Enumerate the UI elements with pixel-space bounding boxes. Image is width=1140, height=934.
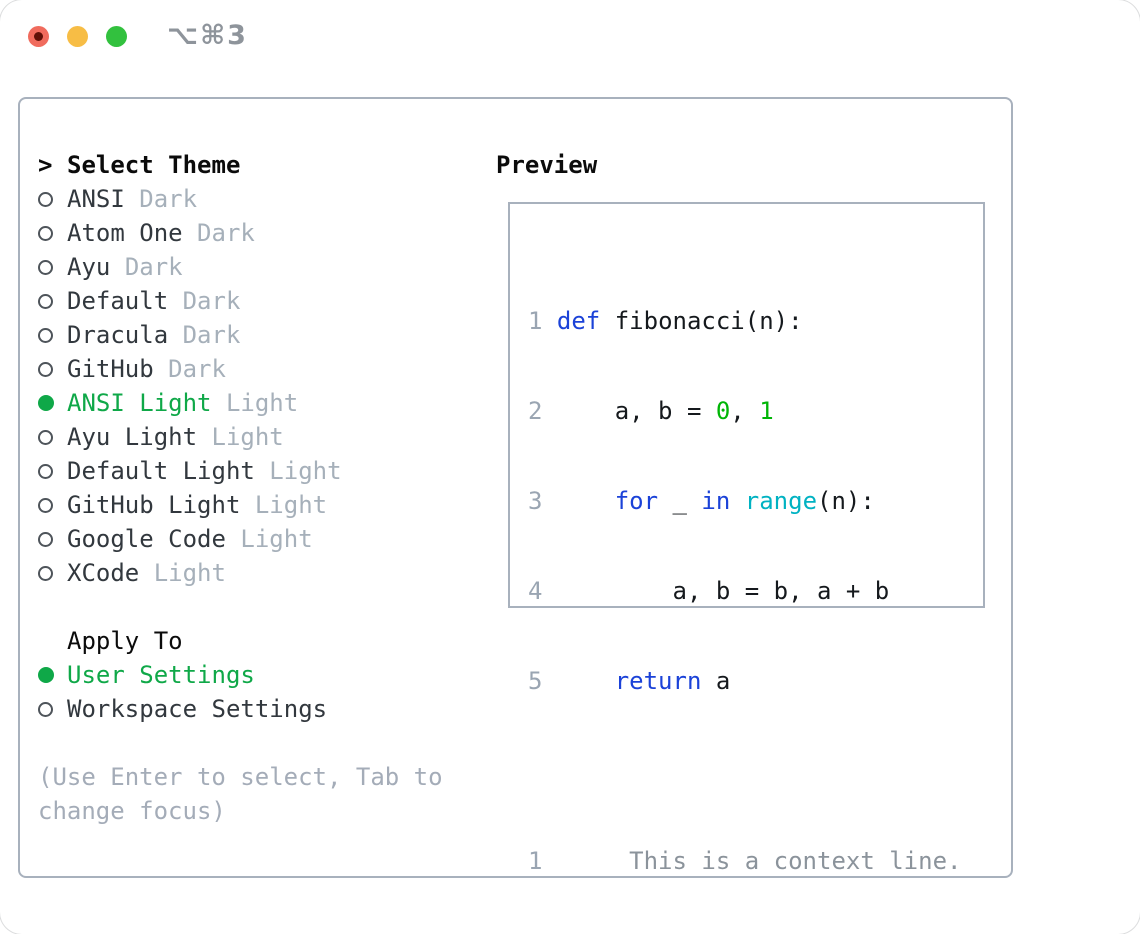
theme-option-ansi-light[interactable]: ANSI Light Light: [38, 386, 498, 420]
radio-icon: [38, 702, 53, 717]
theme-tag: Light: [240, 525, 313, 553]
apply-to-title: Apply To: [67, 627, 183, 655]
theme-option-ansi-dark[interactable]: ANSI Dark: [38, 182, 498, 216]
radio-selected-icon: [38, 395, 54, 411]
radio-icon: [38, 532, 53, 547]
zoom-button[interactable]: [106, 26, 127, 47]
theme-label: Default Light: [67, 457, 255, 485]
theme-label: GitHub Light: [67, 491, 241, 519]
select-theme-title: Select Theme: [67, 151, 241, 179]
code-line: 4 a, b = b, a + b: [528, 577, 890, 605]
radio-icon: [38, 294, 53, 309]
preview-pane: 1 def fibonacci(n): 2 a, b = 0, 1 3 for …: [508, 202, 985, 875]
theme-option-ayu-dark[interactable]: Ayu Dark: [38, 250, 498, 284]
theme-option-dracula[interactable]: Dracula Dark: [38, 318, 498, 352]
theme-label: ANSI: [67, 185, 125, 213]
code-line: 2 a, b = 0, 1: [528, 397, 774, 425]
theme-label: Default: [67, 287, 169, 315]
theme-tag: Light: [269, 457, 342, 485]
radio-icon: [38, 430, 53, 445]
radio-icon: [38, 260, 53, 275]
prompt-marker: >: [38, 151, 53, 179]
code-preview: 1 def fibonacci(n): 2 a, b = 0, 1 3 for …: [510, 204, 983, 934]
theme-label: Ayu: [67, 253, 111, 281]
radio-icon: [38, 464, 53, 479]
theme-label: GitHub: [67, 355, 154, 383]
radio-icon: [38, 498, 53, 513]
theme-option-atom-one[interactable]: Atom One Dark: [38, 216, 498, 250]
traffic-lights: [28, 26, 127, 47]
theme-option-xcode[interactable]: XCode Light: [38, 556, 498, 590]
diff-context-line: 1 This is a context line.: [528, 847, 962, 875]
window-shortcut-label: ⌥⌘3: [167, 20, 248, 51]
code-line: 5 return a: [528, 667, 731, 695]
theme-tag: Light: [211, 423, 284, 451]
theme-label: Dracula: [67, 321, 169, 349]
apply-option-workspace-settings[interactable]: Workspace Settings: [38, 692, 498, 726]
theme-tag: Dark: [168, 355, 226, 383]
select-theme-header: > Select Theme: [38, 148, 498, 182]
theme-tag: Light: [225, 389, 299, 417]
theme-tag: Light: [153, 559, 226, 587]
theme-picker-panel: > Select Theme ANSI Dark Atom One Dark A…: [18, 97, 1013, 878]
theme-option-google-code[interactable]: Google Code Light: [38, 522, 498, 556]
theme-option-ayu-light[interactable]: Ayu Light Light: [38, 420, 498, 454]
radio-icon: [38, 328, 53, 343]
theme-label: ANSI Light: [67, 389, 212, 417]
theme-label: Google Code: [67, 525, 226, 553]
radio-icon: [38, 566, 53, 581]
theme-option-github-light[interactable]: GitHub Light Light: [38, 488, 498, 522]
apply-option-label: Workspace Settings: [67, 695, 328, 723]
close-button[interactable]: [28, 26, 49, 47]
radio-selected-icon: [38, 667, 54, 683]
theme-label: Ayu Light: [67, 423, 198, 451]
keyboard-hint: (Use Enter to select, Tab to change focu…: [38, 763, 443, 825]
code-blank-line: [528, 754, 983, 788]
theme-label: XCode: [67, 559, 140, 587]
preview-title: Preview: [496, 151, 598, 179]
theme-tag: Dark: [182, 287, 241, 315]
theme-tag: Dark: [139, 185, 198, 213]
theme-tag: Dark: [124, 253, 183, 281]
apply-to-header: Apply To: [38, 624, 498, 658]
apply-option-user-settings[interactable]: User Settings: [38, 658, 498, 692]
radio-icon: [38, 192, 53, 207]
code-line: 3 for _ in range(n):: [528, 487, 875, 515]
minimize-button[interactable]: [67, 26, 88, 47]
theme-option-default-light[interactable]: Default Light Light: [38, 454, 498, 488]
radio-icon: [38, 362, 53, 377]
apply-option-label: User Settings: [67, 661, 255, 689]
theme-option-default-dark[interactable]: Default Dark: [38, 284, 498, 318]
theme-tag: Dark: [197, 219, 255, 247]
theme-list: > Select Theme ANSI Dark Atom One Dark A…: [38, 148, 498, 828]
theme-option-github-dark[interactable]: GitHub Dark: [38, 352, 498, 386]
code-line: 1 def fibonacci(n):: [528, 307, 803, 335]
close-dot-icon: [34, 32, 43, 41]
theme-tag: Dark: [182, 321, 241, 349]
theme-tag: Light: [254, 491, 328, 519]
radio-icon: [38, 226, 53, 241]
theme-label: Atom One: [67, 219, 183, 247]
